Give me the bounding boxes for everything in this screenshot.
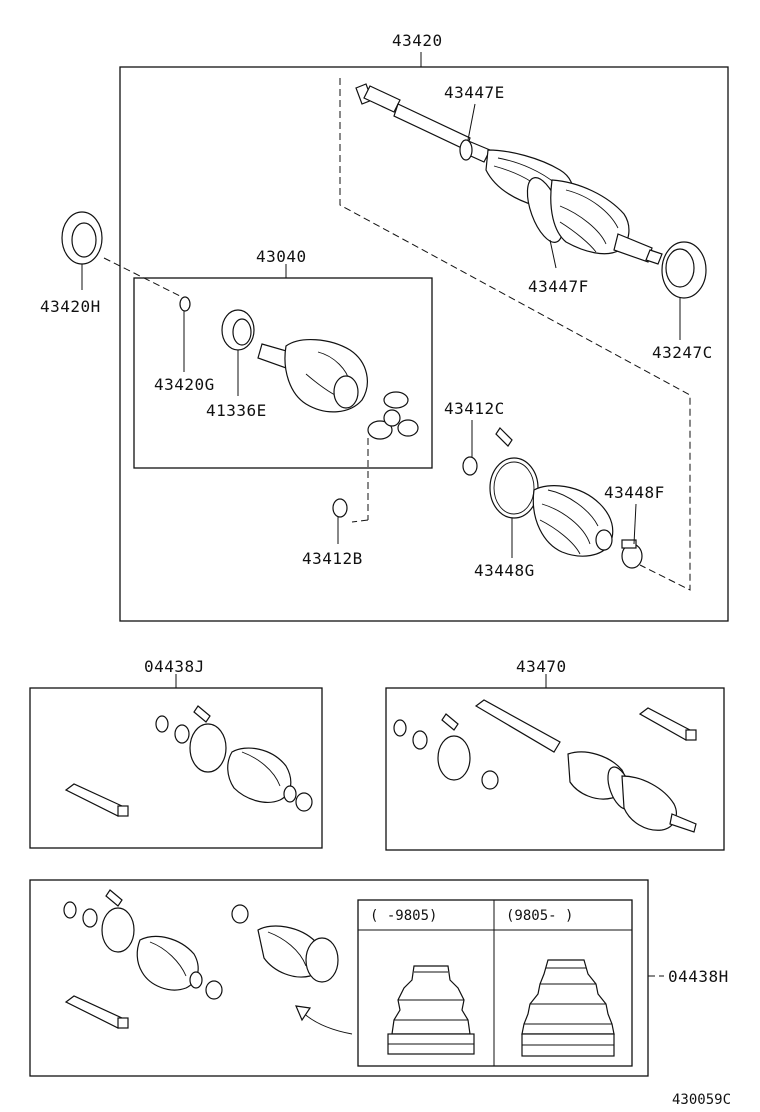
tripod-joint[interactable]: [367, 391, 419, 440]
label-43420H[interactable]: 43420H: [40, 297, 101, 316]
label-04438H[interactable]: 04438H: [668, 967, 729, 986]
snap-ring-43420G[interactable]: [179, 296, 191, 312]
label-43412C[interactable]: 43412C: [444, 399, 505, 418]
kit-box-04438H: [29, 879, 649, 1077]
label-04438J[interactable]: 04438J: [144, 657, 205, 676]
label-43447F[interactable]: 43447F: [528, 277, 589, 296]
snap-ring-43412C[interactable]: [462, 456, 478, 476]
dust-seal-43247C[interactable]: [661, 241, 707, 299]
label-43040[interactable]: 43040: [256, 247, 307, 266]
assembly-box-43420: [119, 66, 729, 622]
assembly-box-43040: [133, 277, 433, 469]
drive-shaft-outboard[interactable]: [355, 83, 663, 265]
figure-code: 430059C: [672, 1092, 731, 1108]
kit-04438H-parts: [63, 889, 353, 1035]
inset-header-left: ( -9805): [370, 908, 437, 924]
label-43447E[interactable]: 43447E: [444, 83, 505, 102]
boot-variant-late: [521, 959, 615, 1057]
label-43420G[interactable]: 43420G: [154, 375, 215, 394]
inset-header-right: (9805- ): [506, 908, 573, 924]
clamp-43447E[interactable]: [459, 139, 473, 161]
label-43470[interactable]: 43470: [516, 657, 567, 676]
seal-41336E[interactable]: [221, 309, 255, 351]
oil-seal-43420H[interactable]: [61, 211, 103, 265]
label-41336E[interactable]: 41336E: [206, 401, 267, 420]
clamp-43448F[interactable]: [621, 539, 643, 569]
kit-04438J-parts: [64, 705, 313, 817]
inboard-boot[interactable]: [532, 485, 614, 557]
boot-variant-early: [387, 965, 475, 1055]
boot-variant-inset: ( -9805) (9805- ): [357, 899, 633, 1067]
label-43412B[interactable]: 43412B: [302, 549, 363, 568]
label-43420[interactable]: 43420: [392, 31, 443, 50]
inboard-joint-housing[interactable]: [257, 339, 368, 413]
label-43448F[interactable]: 43448F: [604, 483, 665, 502]
label-43247C[interactable]: 43247C: [652, 343, 713, 362]
boot-band-43448G[interactable]: [489, 427, 539, 519]
assembly-box-43470: [385, 687, 725, 851]
shaft-43470-parts: [393, 699, 697, 833]
label-43448G[interactable]: 43448G: [474, 561, 535, 580]
snap-ring-43412B[interactable]: [332, 498, 348, 518]
